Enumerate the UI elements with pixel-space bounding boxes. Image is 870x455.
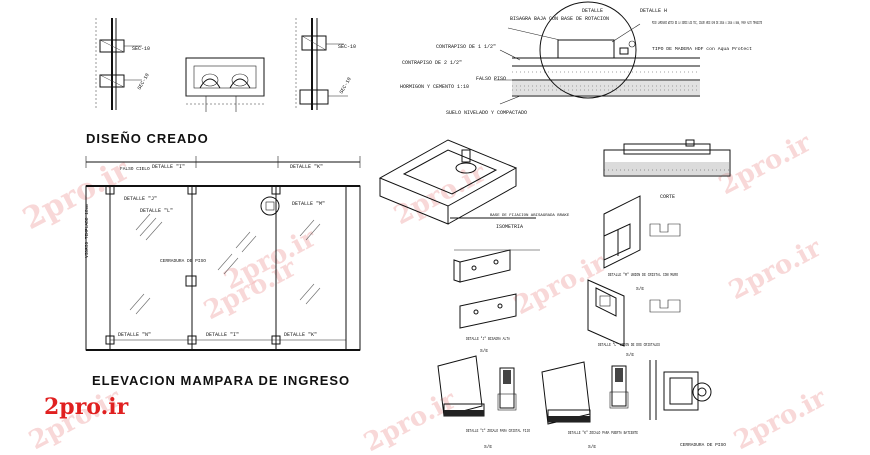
detail-callout: DETALLE "I" xyxy=(206,332,239,338)
scale-label: S/E xyxy=(626,352,634,358)
floor-label: FALSO PISO xyxy=(476,76,506,82)
detail-cerradura-piso: CERRADURA DE PISO xyxy=(649,360,726,448)
scale-label: S/E xyxy=(480,348,488,354)
scale-label: S/E xyxy=(588,444,596,450)
detail-zocalo-puerta: DETALLE "K" ZOCALO PARA PUERTA BATIENTE … xyxy=(541,361,638,450)
section-detail-3: SEC-10 SEC-10 xyxy=(295,18,356,110)
section-detail-2 xyxy=(185,57,265,112)
detail-caption: CORTE xyxy=(660,194,675,200)
section-detail-1: SEC-10 SEC-10 xyxy=(95,18,151,110)
detail-caption: BASE DE FIJACION ABISAGRADA BRAKE xyxy=(490,214,570,218)
floor-label: BISAGRA BAJA CON BASE DE ROTACION xyxy=(510,16,609,22)
detail-union-cristales: DETALLE "L" UNION DE DOS CRISTALES S/E xyxy=(587,279,681,358)
floor-label: DETALLE H xyxy=(640,8,667,14)
detail-caption: DETALLE "L" UNION DE DOS CRISTALES xyxy=(598,342,660,348)
detail-callout: DETALLE "M" xyxy=(292,201,325,207)
floor-section-detail: BISAGRA BAJA CON BASE DE ROTACION DETALL… xyxy=(400,1,762,116)
isometric-base-detail: BASE DE FIJACION ABISAGRADA BRAKE ISOMET… xyxy=(378,139,570,230)
floor-label: HORMIGON Y CEMENTO 1:10 xyxy=(400,84,469,90)
elevation-label: VIDRIO TEMPLADO 10mm xyxy=(84,204,90,258)
watermark-text: 2pro.ir xyxy=(729,383,831,455)
detail-caption: DETALLE "M" UNION DE CRISTAL CON MURO xyxy=(608,272,678,278)
design-title: DISEÑO CREADO xyxy=(86,131,209,146)
front-elevation-drawing: FALSO CIELO DETALLE "I" DETALLE "K" DETA… xyxy=(84,156,361,351)
elevation-label: FALSO CIELO xyxy=(120,166,150,172)
detail-caption: DETALLE "I" ZOCALO PARA CRISTAL FIJO xyxy=(466,428,530,434)
detail-caption: ISOMETRIA xyxy=(496,224,523,230)
watermark-text: 2pro.ir xyxy=(359,385,461,455)
corte-section-detail: CORTE xyxy=(603,139,731,200)
watermark-text: 2pro.ir xyxy=(509,248,611,321)
detail-caption: CERRADURA DE PISO xyxy=(680,442,726,448)
detail-zocalo-fijo: DETALLE "I" ZOCALO PARA CRISTAL FIJO S/E xyxy=(437,355,530,450)
section-label: SEC-10 xyxy=(137,72,151,91)
floor-label: TIPO DE MADERA HDF con Aqua Protect xyxy=(652,46,752,52)
detail-callout: DETALLE "N" xyxy=(118,332,151,338)
floor-label: PISO LAMINADO WITEX DE LA SERIE LOG TEC,… xyxy=(652,20,762,26)
floor-label: SUELO NIVELADO Y COMPACTADO xyxy=(446,110,527,116)
watermark-text: 2pro.ir xyxy=(17,152,136,237)
detail-callout: DETALLE "K" xyxy=(284,332,317,338)
floor-label: CONTRAPISO DE 1 1/2" xyxy=(436,44,496,50)
section-label: SEC-10 xyxy=(338,44,356,50)
section-label: SEC-10 xyxy=(339,76,353,95)
detail-bisagra-alta: DETALLE "J" BISAGRA ALTA S/E xyxy=(453,249,540,354)
detail-caption: DETALLE "K" ZOCALO PARA PUERTA BATIENTE xyxy=(568,430,638,436)
elevation-title: ELEVACION MAMPARA DE INGRESO xyxy=(92,373,350,388)
site-logo: 2pro.ir xyxy=(44,394,129,420)
detail-callout: DETALLE "I" xyxy=(152,164,185,170)
watermark-layer: 2pro.ir 2pro.ir 2pro.ir 2pro.ir 2pro.ir … xyxy=(17,128,831,455)
detail-union-muro: DETALLE "M" UNION DE CRISTAL CON MURO S/… xyxy=(603,195,681,292)
detail-caption: DETALLE "J" BISAGRA ALTA xyxy=(466,336,510,342)
floor-label: DETALLE xyxy=(582,8,603,14)
section-label: SEC-10 xyxy=(132,46,150,52)
detail-callout: DETALLE "K" xyxy=(290,164,323,170)
detail-callout: DETALLE "J" xyxy=(124,196,157,202)
scale-label: S/E xyxy=(484,444,492,450)
elevation-label: CERRADURA DE PISO xyxy=(160,258,206,264)
detail-callout: DETALLE "L" xyxy=(140,208,173,214)
watermark-text: 2pro.ir xyxy=(724,233,826,306)
floor-label: CONTRAPISO DE 2 1/2" xyxy=(402,60,462,66)
scale-label: S/E xyxy=(636,286,644,292)
